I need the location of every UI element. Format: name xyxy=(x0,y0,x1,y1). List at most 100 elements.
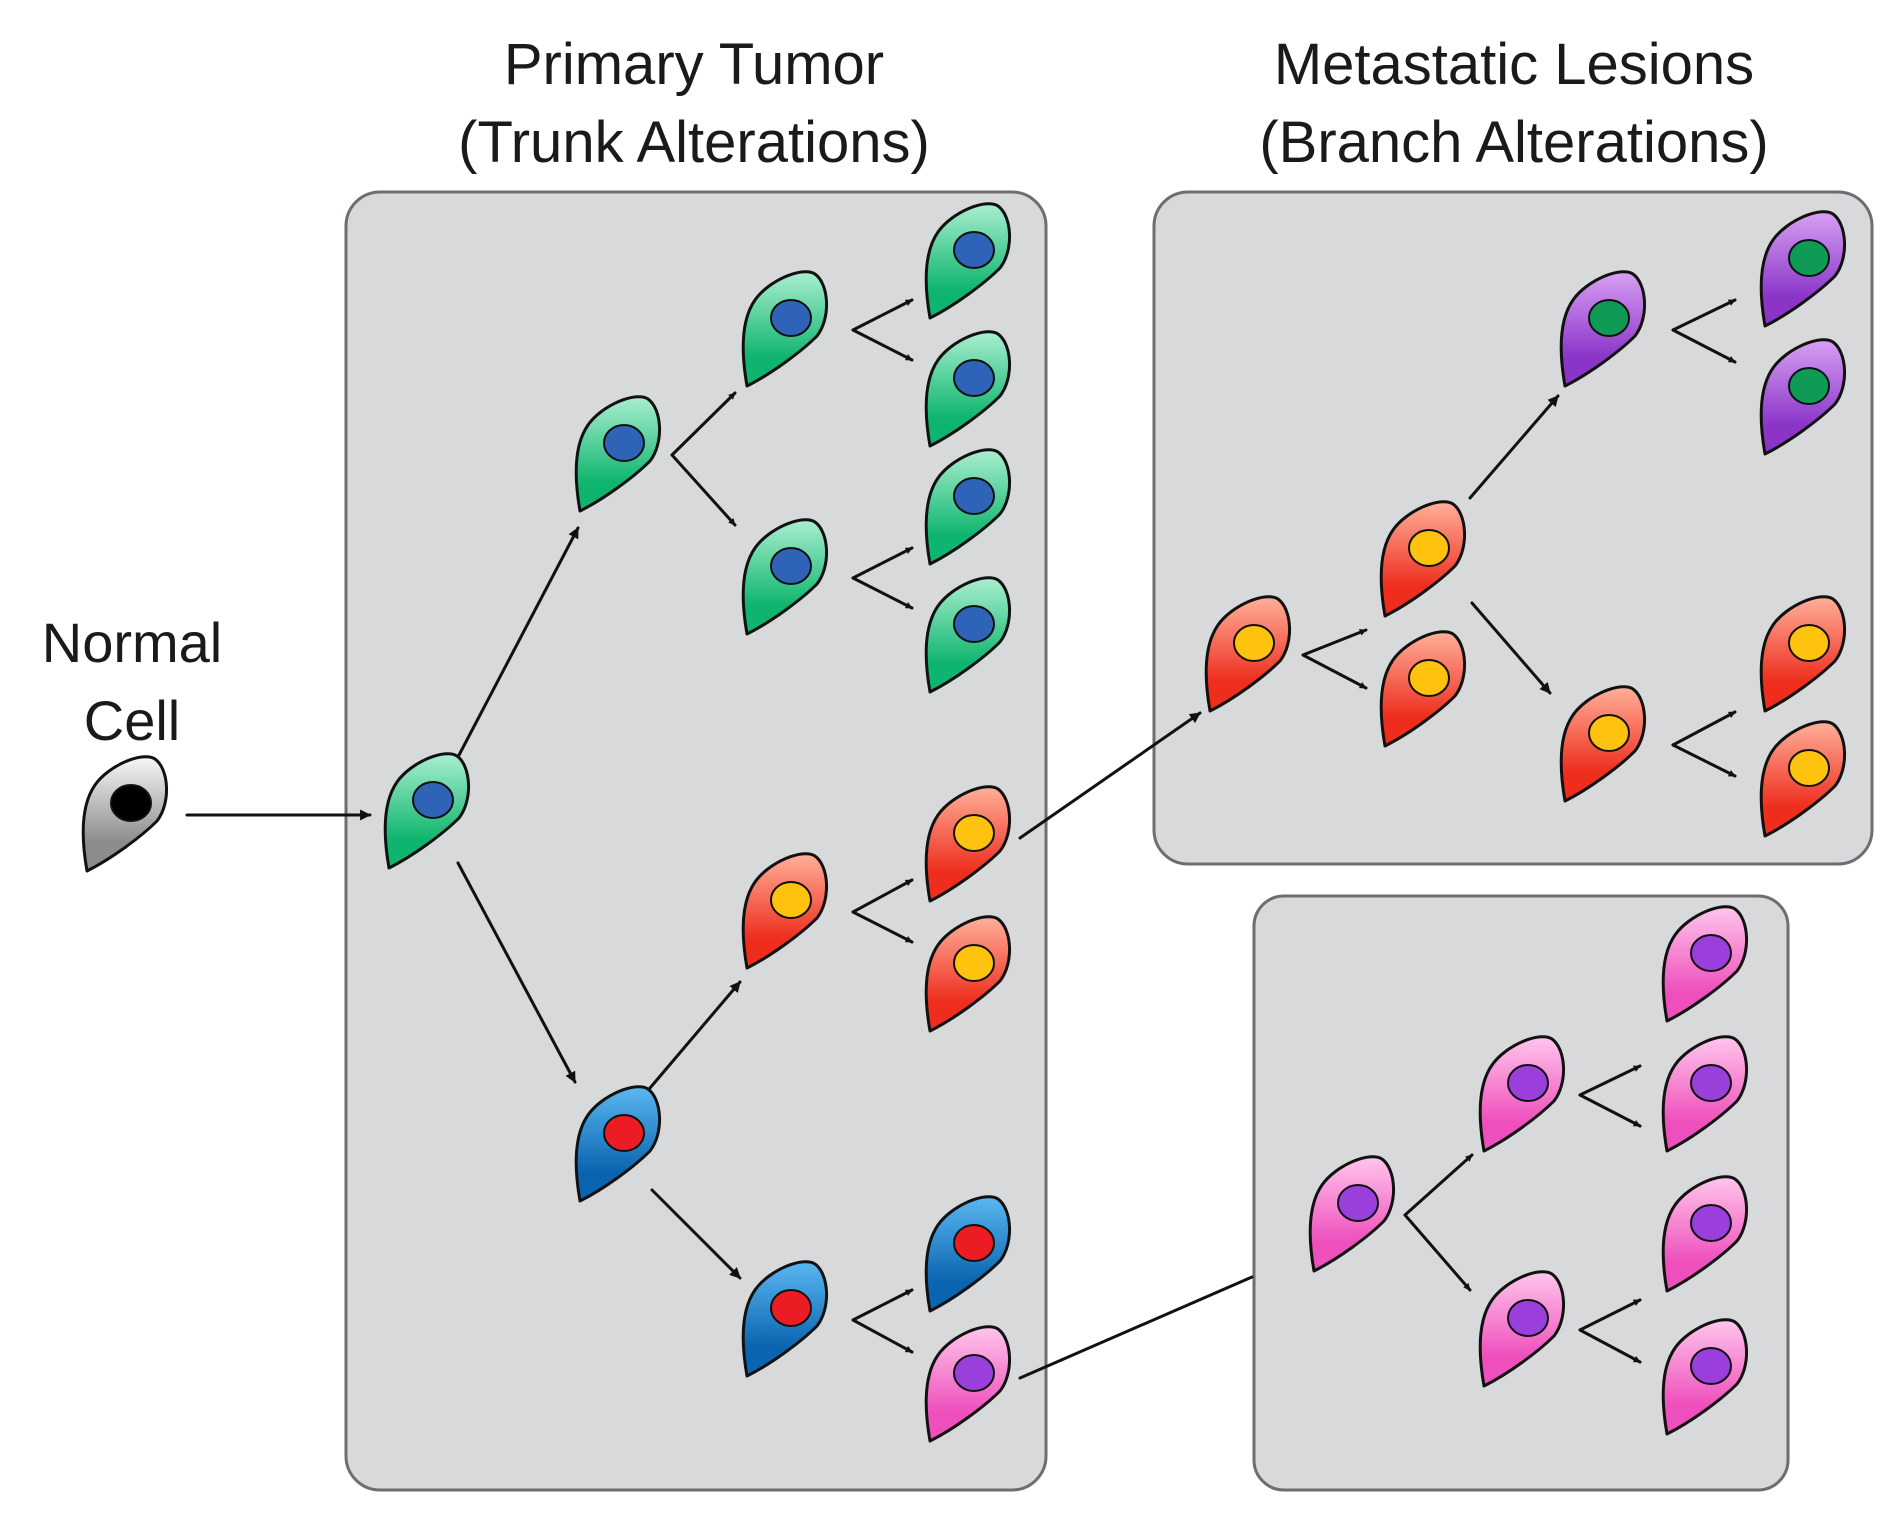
lineage-arrow xyxy=(670,453,737,527)
lineage-arrow xyxy=(1578,1298,1642,1332)
pink-cell xyxy=(1308,1155,1396,1273)
green-cell xyxy=(924,576,1012,694)
lineage-arrow xyxy=(1470,601,1552,695)
primary-tumor-title: Primary Tumor xyxy=(504,32,884,97)
cell-nucleus xyxy=(1788,239,1830,277)
green-cell xyxy=(924,448,1012,566)
normal-cell xyxy=(81,755,169,873)
pink-cell xyxy=(1661,1318,1749,1436)
cell-nucleus xyxy=(1507,1064,1549,1102)
lineage-arrow xyxy=(1578,1093,1642,1128)
lineage-arrow xyxy=(1403,1153,1474,1217)
cell-nucleus xyxy=(1788,367,1830,405)
red-cell xyxy=(1559,685,1647,803)
cell-nucleus xyxy=(1788,749,1830,787)
lineage-arrow xyxy=(1468,394,1560,500)
purple-cell xyxy=(1559,270,1647,388)
lineage-arrow xyxy=(851,878,914,914)
lineage-arrow xyxy=(456,861,577,1084)
cell-nucleus xyxy=(603,1114,645,1152)
red-cell xyxy=(1204,595,1292,713)
cell-nucleus xyxy=(770,1289,812,1327)
cell-nucleus xyxy=(770,299,812,337)
pink-cell xyxy=(924,1325,1012,1443)
cell-nucleus xyxy=(953,477,995,515)
cell-nucleus xyxy=(770,547,812,585)
cell-nucleus xyxy=(953,231,995,269)
cell-nucleus xyxy=(953,359,995,397)
normal-cell-label-line1: Normal xyxy=(42,611,222,674)
lineage-arrow xyxy=(851,546,914,580)
normal-cell-label-line2: Cell xyxy=(84,689,180,752)
green-cell xyxy=(383,752,471,870)
cell-nucleus xyxy=(412,781,454,819)
green-cell xyxy=(924,202,1012,320)
lineage-arrow xyxy=(851,298,914,332)
lineage-arrow xyxy=(1671,710,1737,747)
lineage-connector xyxy=(1018,1275,1254,1380)
cell-nucleus xyxy=(953,944,995,982)
pink-cell xyxy=(1661,1035,1749,1153)
lineage-arrow xyxy=(648,980,742,1090)
pink-cell xyxy=(1661,905,1749,1023)
red-cell xyxy=(1379,500,1467,618)
cell-nucleus xyxy=(1690,1204,1732,1242)
primary-tumor-subtitle: (Trunk Alterations) xyxy=(458,110,930,175)
pink-cell xyxy=(1661,1175,1749,1293)
pink-cell xyxy=(1478,1270,1566,1388)
cell-nucleus xyxy=(1588,299,1630,337)
metastatic-lesion-panel-bottom xyxy=(1252,894,1790,1492)
blue-cell xyxy=(741,1260,829,1378)
lineage-arrow xyxy=(1301,628,1368,657)
lineage-arrow xyxy=(1671,743,1737,778)
red-cell xyxy=(1759,595,1847,713)
red-cell xyxy=(1759,720,1847,838)
primary-tumor-panel xyxy=(344,190,1048,1492)
lineage-arrows xyxy=(185,298,1737,1380)
lineage-arrow xyxy=(851,1288,914,1322)
lineage-arrow xyxy=(851,576,914,610)
cell-nucleus xyxy=(953,814,995,852)
lineage-arrow xyxy=(1018,711,1202,840)
green-cell xyxy=(574,395,662,513)
red-cell xyxy=(741,852,829,970)
green-cell xyxy=(741,270,829,388)
green-cell xyxy=(924,330,1012,448)
lineage-arrow xyxy=(851,1318,914,1354)
lineage-arrow xyxy=(851,910,914,944)
cell-nucleus xyxy=(770,881,812,919)
green-cell xyxy=(741,518,829,636)
cell-nucleus xyxy=(953,1354,995,1392)
purple-cell xyxy=(1759,338,1847,456)
cell-nucleus xyxy=(1337,1184,1379,1222)
cell-nucleus xyxy=(1690,1064,1732,1102)
blue-cell xyxy=(924,1195,1012,1313)
lineage-arrow xyxy=(851,328,914,362)
pink-cell xyxy=(1478,1035,1566,1153)
cell-nucleus xyxy=(1233,624,1275,662)
red-cell xyxy=(1379,630,1467,748)
cell-nucleus xyxy=(1408,659,1450,697)
lineage-arrow xyxy=(1671,328,1737,364)
lineage-arrow xyxy=(1578,1328,1642,1364)
lineage-arrow xyxy=(1403,1213,1472,1292)
cell-nucleus xyxy=(1788,624,1830,662)
cells xyxy=(81,202,1847,1443)
cell-nucleus xyxy=(1690,934,1732,972)
cell-nucleus xyxy=(603,424,645,462)
purple-cell xyxy=(1759,210,1847,328)
cell-nucleus xyxy=(953,1224,995,1262)
red-cell xyxy=(924,915,1012,1033)
blue-cell xyxy=(574,1085,662,1203)
cell-nucleus xyxy=(1507,1299,1549,1337)
lineage-arrow xyxy=(650,1188,742,1280)
red-cell xyxy=(924,785,1012,903)
metastatic-lesion-panel-top xyxy=(1152,190,1874,866)
lineage-arrow xyxy=(456,526,580,759)
cell-nucleus xyxy=(1408,529,1450,567)
lineage-arrow xyxy=(1671,298,1737,332)
metastatic-lesions-title: Metastatic Lesions xyxy=(1274,32,1754,97)
cell-nucleus xyxy=(1690,1347,1732,1385)
cell-nucleus xyxy=(110,784,152,822)
